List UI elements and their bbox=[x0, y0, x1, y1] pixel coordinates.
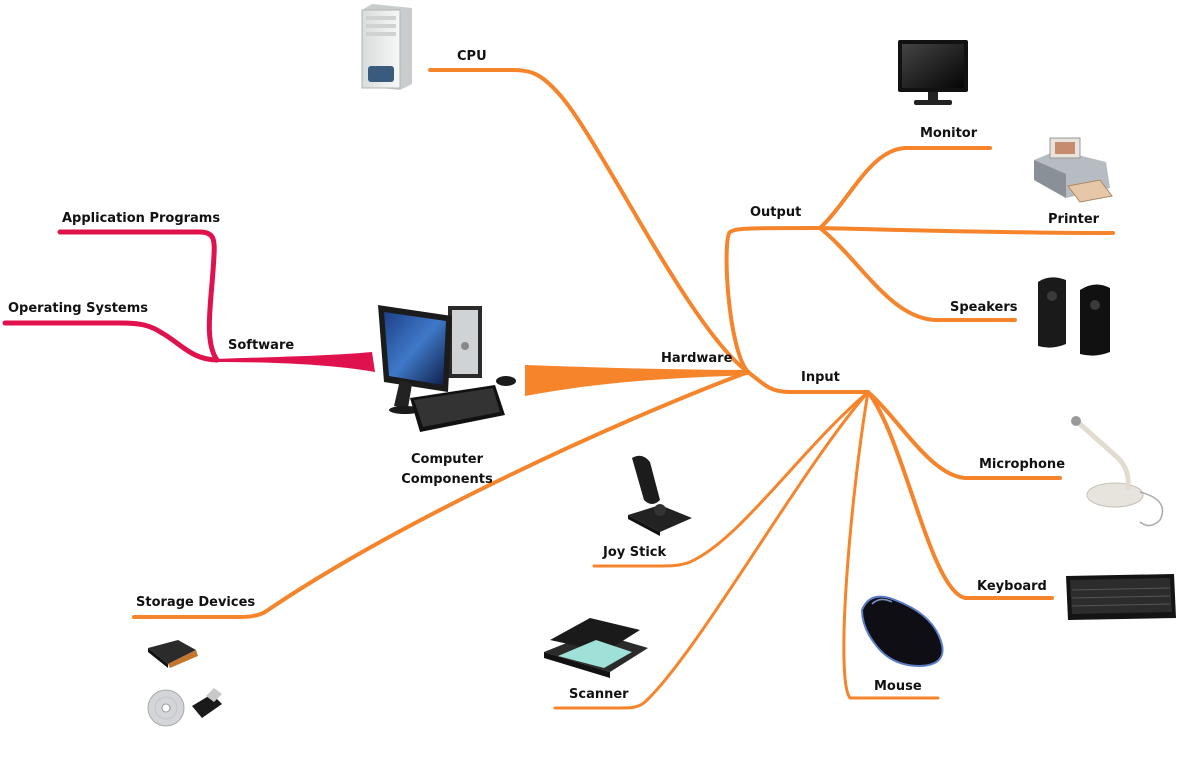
monitor-icon bbox=[898, 40, 968, 105]
node-output: Output bbox=[750, 205, 802, 220]
node-hardware: Hardware bbox=[661, 351, 733, 366]
software-branch-operating bbox=[2, 320, 220, 363]
branch-keyboard bbox=[866, 390, 1054, 600]
node-printer: Printer bbox=[1048, 212, 1100, 227]
node-cpu: CPU bbox=[457, 49, 487, 64]
tower-case-icon bbox=[361, 4, 412, 90]
node-operating-systems: Operating Systems bbox=[8, 301, 149, 316]
center-node-label-line1: Computer bbox=[410, 452, 484, 467]
node-monitor: Monitor bbox=[920, 126, 978, 141]
node-speakers: Speakers bbox=[950, 300, 1018, 315]
branch-input bbox=[746, 370, 870, 394]
mouse-icon bbox=[860, 595, 944, 668]
printer-icon bbox=[1034, 137, 1113, 203]
branch-printer bbox=[818, 226, 1115, 235]
center-node-label-line2: Components bbox=[401, 472, 493, 487]
cd-disc-icon bbox=[147, 689, 185, 727]
software-trunk bbox=[215, 352, 375, 372]
branch-monitor bbox=[818, 146, 992, 230]
branch-mouse bbox=[842, 390, 940, 700]
scanner-icon bbox=[544, 618, 648, 678]
software-branch-application bbox=[57, 229, 220, 363]
center-node-label: Computer Components bbox=[387, 450, 507, 490]
hardware-trunk bbox=[525, 365, 750, 396]
node-input: Input bbox=[801, 370, 840, 385]
joystick-icon bbox=[628, 455, 692, 536]
hard-drive-icon bbox=[148, 640, 198, 668]
node-mouse: Mouse bbox=[874, 679, 922, 694]
branch-output bbox=[724, 226, 822, 374]
node-storage-devices: Storage Devices bbox=[136, 595, 256, 610]
node-application-programs: Application Programs bbox=[62, 211, 221, 226]
node-microphone: Microphone bbox=[979, 457, 1066, 472]
node-joystick: Joy Stick bbox=[603, 545, 667, 560]
keyboard-icon bbox=[1066, 574, 1176, 620]
microphone-icon bbox=[1071, 416, 1164, 527]
node-keyboard: Keyboard bbox=[977, 579, 1047, 594]
speakers-icon bbox=[1038, 277, 1110, 356]
branch-cpu bbox=[428, 68, 750, 374]
node-scanner: Scanner bbox=[569, 687, 629, 702]
branch-scanner bbox=[553, 390, 870, 710]
desktop-computer-icon bbox=[378, 305, 516, 432]
branch-microphone bbox=[866, 390, 1062, 480]
usb-drive-icon bbox=[192, 688, 222, 718]
branch-speakers bbox=[818, 226, 1017, 322]
node-software: Software bbox=[228, 338, 295, 353]
branch-storage bbox=[132, 370, 750, 619]
branch-joystick bbox=[592, 390, 870, 568]
